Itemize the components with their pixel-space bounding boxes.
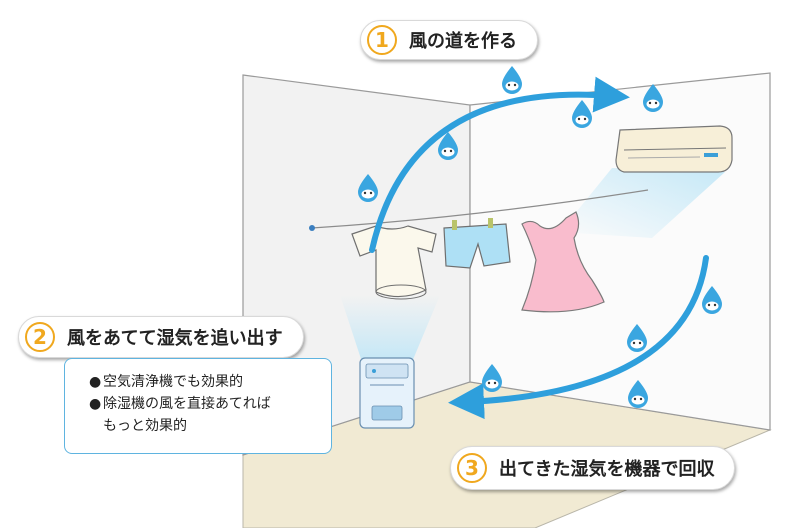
step-3-label: 3 出てきた湿気を機器で回収 <box>450 446 736 490</box>
droplet-icon <box>627 324 647 352</box>
step-1-number: 1 <box>367 25 397 55</box>
droplet-icon <box>572 100 592 128</box>
note-item-1: ●空気清浄機でも効果的 <box>89 371 331 393</box>
step-2-number: 2 <box>25 322 55 352</box>
step-3-number: 3 <box>457 453 487 483</box>
arrow-wind-path <box>369 76 630 253</box>
note-item-1-text: 空気清浄機でも効果的 <box>103 374 243 390</box>
droplet-icon <box>643 84 663 112</box>
air-conditioner-icon <box>615 125 733 173</box>
note-bullet: ● <box>89 396 102 412</box>
note-item-2-continued-text: もっと効果的 <box>103 418 187 434</box>
note-callout: ●空気清浄機でも効果的 ●除湿機の風を直接あてれば もっと効果的 <box>64 358 332 454</box>
shorts-icon <box>443 218 511 269</box>
droplet-group <box>358 66 722 408</box>
droplet-icon <box>628 380 648 408</box>
purifier-airflow <box>340 295 440 362</box>
ac-airflow <box>560 168 725 238</box>
air-purifier-icon <box>359 357 415 429</box>
droplet-icon <box>502 66 522 94</box>
step-1-text: 風の道を作る <box>409 31 517 52</box>
droplet-icon <box>482 364 502 392</box>
clothesline-icon <box>309 189 649 231</box>
note-bullet: ● <box>89 374 102 390</box>
note-item-2: ●除湿機の風を直接あてれば <box>89 393 331 415</box>
step-1-label: 1 風の道を作る <box>360 20 538 60</box>
dress-icon <box>521 211 605 313</box>
note-item-2-continued: もっと効果的 <box>89 415 331 437</box>
droplet-icon <box>702 286 722 314</box>
arrow-return-path <box>448 255 709 420</box>
step-3-text: 出てきた湿気を機器で回収 <box>499 459 715 480</box>
droplet-icon <box>358 174 378 202</box>
note-item-2-text: 除湿機の風を直接あてれば <box>103 396 271 412</box>
droplet-icon <box>438 132 458 160</box>
step-2-label: 2 風をあてて湿気を追い出す <box>18 316 304 358</box>
step-2-text: 風をあてて湿気を追い出す <box>67 328 283 349</box>
